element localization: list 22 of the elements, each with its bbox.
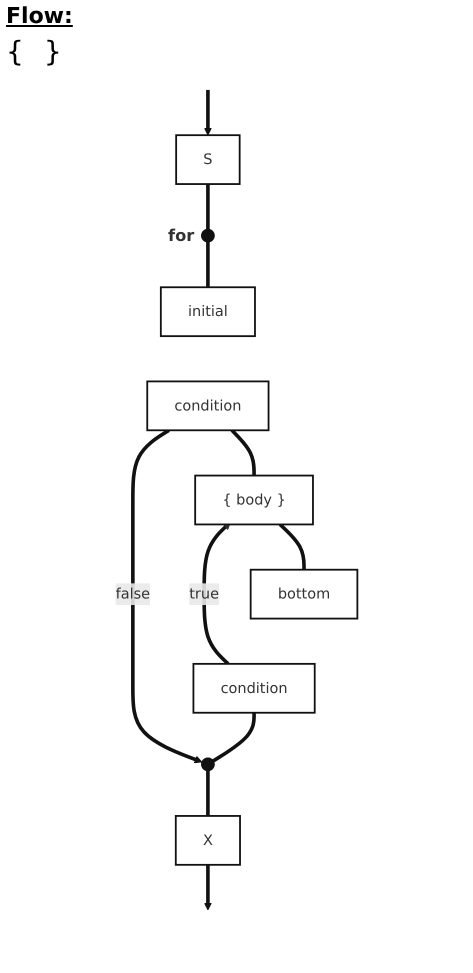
edge-label: false: [116, 585, 150, 602]
connector: [206, 770, 210, 816]
node-caption: for: [168, 226, 194, 246]
node-box: { body }: [194, 474, 314, 526]
node-box: condition: [192, 662, 316, 714]
arrow: [204, 90, 212, 136]
connector: [278, 523, 306, 570]
node-box: X: [174, 815, 241, 866]
connector: [206, 184, 210, 230]
edge-label: true: [189, 585, 219, 602]
arrow: [131, 428, 202, 764]
node-box: S: [175, 134, 241, 185]
node-box: condition: [146, 380, 270, 432]
connector: [212, 712, 256, 762]
connector: [230, 429, 256, 476]
node-box: bottom: [250, 568, 358, 620]
connector: [206, 242, 210, 288]
arrow: [204, 864, 212, 910]
title: Flow:: [6, 4, 73, 29]
brace-label: }: [44, 35, 62, 68]
node-box: initial: [160, 286, 256, 338]
brace-label: {: [6, 35, 24, 68]
